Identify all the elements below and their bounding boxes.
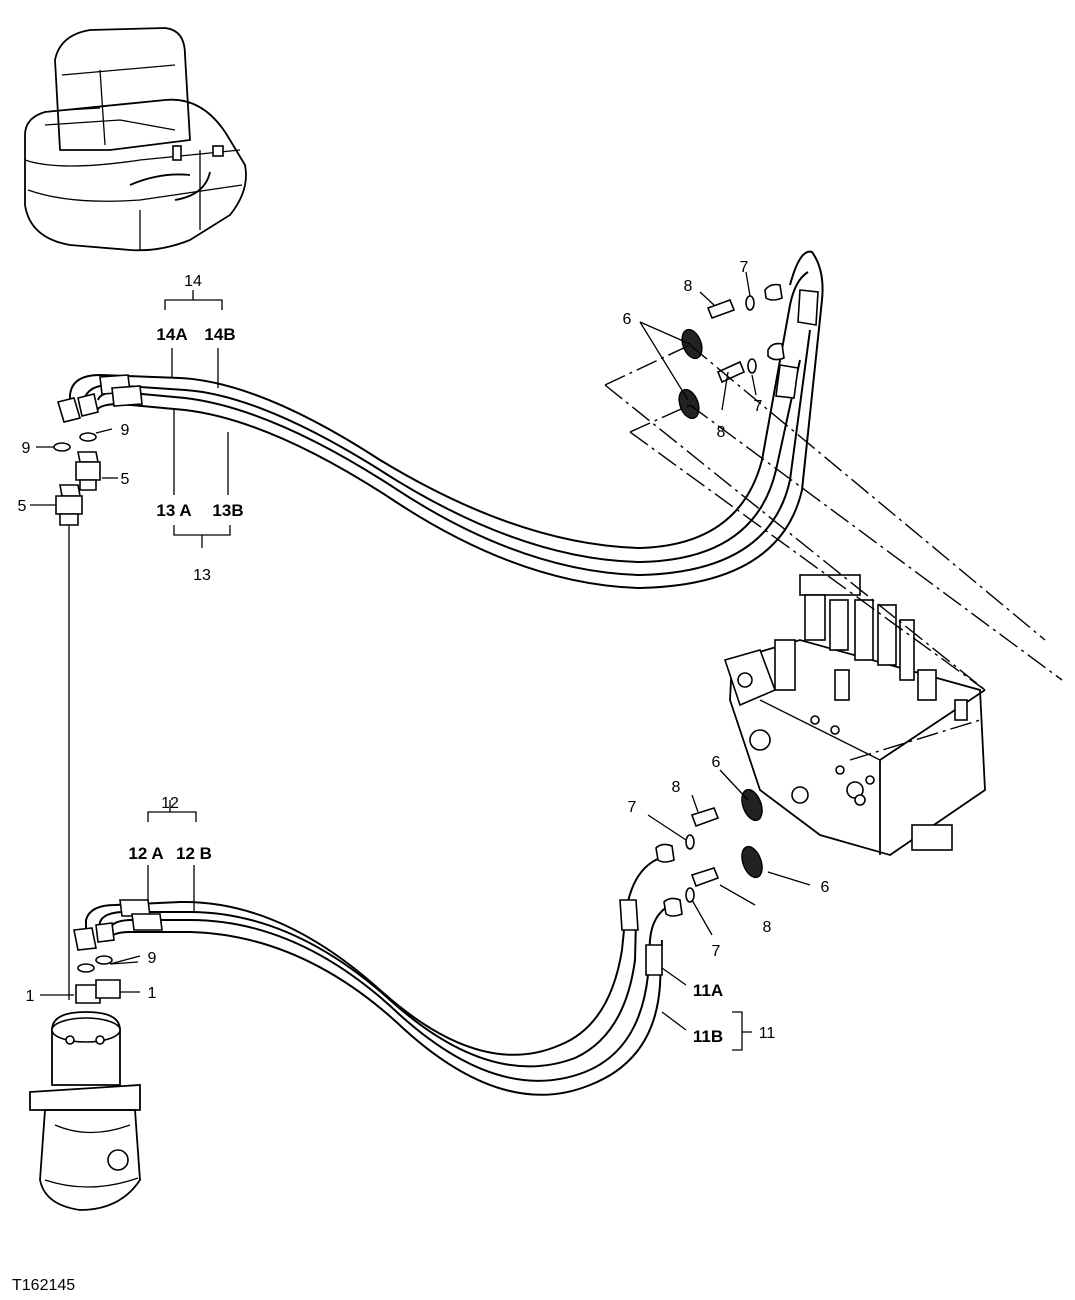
callout-9-lower: 9 [148, 950, 157, 967]
callout-8-lower-a: 8 [672, 779, 681, 796]
callout-11: 11 [759, 1025, 776, 1042]
lower-valve-fittings [685, 788, 763, 903]
callout-8-upper-a: 8 [684, 278, 693, 295]
lower-left-fittings [75, 955, 121, 1004]
callout-6-upper: 6 [623, 311, 632, 328]
callout-6-lower-a: 6 [712, 754, 721, 771]
callout-5-right: 5 [121, 471, 130, 488]
callout-7-upper-b: 7 [754, 398, 763, 415]
callout-8-lower-b: 8 [763, 919, 772, 936]
callout-1-right: 1 [148, 985, 157, 1002]
callout-13a: 13 A [156, 501, 191, 520]
swivel-motor-illustration [29, 1011, 141, 1211]
callout-7-upper-a: 7 [740, 259, 749, 276]
callout-1-left: 1 [26, 988, 35, 1005]
callout-12: 12 [161, 795, 179, 812]
callout-13: 13 [193, 567, 211, 584]
callout-14: 14 [184, 273, 202, 290]
callout-14a: 14A [156, 325, 187, 344]
callout-9-upper-left: 9 [22, 440, 31, 457]
callout-12b: 12 B [176, 844, 212, 863]
callout-labels: 14 14A 14B 13 A 13B 13 9 9 5 5 6 8 7 7 8… [12, 259, 830, 1294]
upper-valve-fittings [678, 295, 757, 420]
leader-lines [604, 344, 1063, 761]
callout-7-lower-a: 7 [628, 799, 637, 816]
callout-14b: 14B [204, 325, 235, 344]
lower-hose-assembly [73, 843, 683, 1096]
callout-6-lower-b: 6 [821, 879, 830, 896]
callout-11b: 11B [693, 1027, 723, 1046]
callout-13b: 13B [212, 501, 243, 520]
callout-7-lower-b: 7 [712, 943, 721, 960]
callout-leaders [30, 271, 811, 1051]
control-valve-illustration [723, 574, 986, 856]
callout-12a: 12 A [128, 844, 163, 863]
callout-8-upper-b: 8 [717, 424, 726, 441]
drawing-id: T162145 [12, 1277, 75, 1294]
upper-left-fittings [53, 432, 101, 1000]
callout-9-upper-right: 9 [121, 422, 130, 439]
callout-11a: 11A [693, 981, 723, 1000]
callout-5-left: 5 [18, 498, 27, 515]
machine-locator-illustration [24, 27, 247, 252]
upper-hose-assembly [56, 250, 824, 590]
